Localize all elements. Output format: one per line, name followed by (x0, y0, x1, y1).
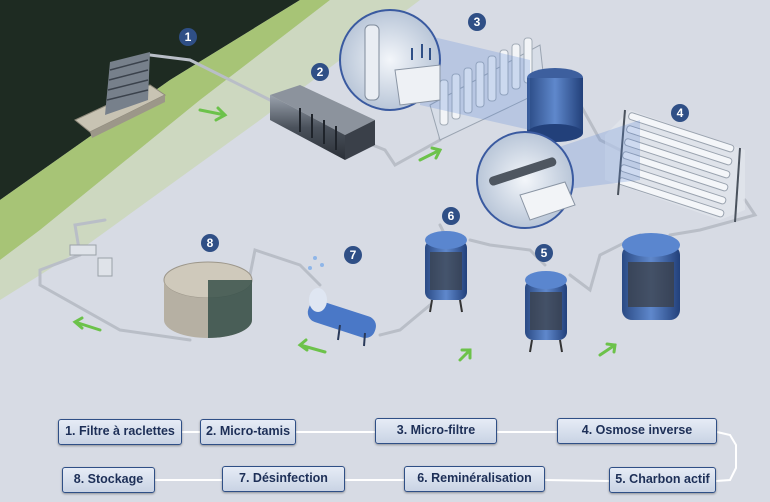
activated-carbon-equipment (525, 233, 680, 353)
svg-text:6: 6 (448, 209, 455, 223)
svg-text:8: 8 (207, 236, 214, 250)
legend-step-4: 4. Osmose inverse (557, 418, 717, 444)
svg-text:3: 3 (474, 15, 481, 29)
storage-equipment (69, 244, 253, 338)
badge-5: 5 (535, 244, 553, 262)
badge-2: 2 (311, 63, 329, 81)
stage-badges: 1 2 3 4 5 6 7 8 (179, 13, 689, 264)
scraper-filter-equipment (74, 52, 166, 138)
svg-text:4: 4 (677, 106, 684, 120)
svg-text:5: 5 (541, 246, 548, 260)
micro-sieve-equipment (270, 85, 375, 160)
badge-3: 3 (468, 13, 486, 31)
legend-connector (155, 431, 737, 482)
svg-text:1: 1 (185, 30, 192, 44)
badge-4: 4 (671, 104, 689, 122)
badge-1: 1 (179, 28, 197, 46)
legend-step-3: 3. Micro-filtre (375, 418, 497, 444)
legend-step-1: 1. Filtre à raclettes (58, 419, 182, 445)
svg-text:2: 2 (317, 65, 324, 79)
flow-arrows (72, 106, 617, 362)
badge-7: 7 (344, 246, 362, 264)
legend-step-7: 7. Désinfection (222, 466, 345, 492)
remineralisation-equipment (425, 231, 467, 313)
micro-filter-equipment (339, 9, 583, 142)
badge-8: 8 (201, 234, 219, 252)
reverse-osmosis-equipment (476, 109, 745, 229)
legend-step-2: 2. Micro-tamis (200, 419, 296, 445)
badge-6: 6 (442, 207, 460, 225)
svg-text:7: 7 (350, 248, 357, 262)
legend-step-8: 8. Stockage (62, 467, 155, 493)
legend-step-5: 5. Charbon actif (609, 467, 716, 493)
disinfection-equipment (307, 256, 376, 347)
legend-step-6: 6. Reminéralisation (404, 466, 545, 492)
